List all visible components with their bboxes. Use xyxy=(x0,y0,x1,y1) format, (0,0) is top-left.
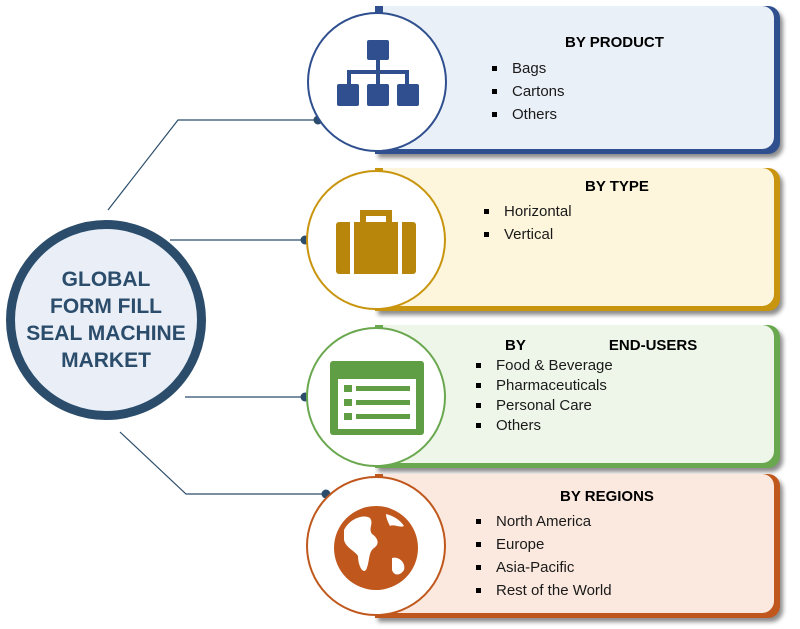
segment-heading: BY PRODUCT xyxy=(565,34,664,51)
icon-circle-product xyxy=(307,12,447,152)
list-item: Vertical xyxy=(482,225,572,248)
icon-circle-regions xyxy=(306,476,446,616)
list-icon xyxy=(330,361,424,435)
segment-panel-regions: BY REGIONS North America Europe Asia-Pac… xyxy=(375,474,780,618)
segment-item-list: Bags Cartons Others xyxy=(490,59,565,128)
icon-circle-end-users xyxy=(306,327,446,467)
segment-panel-end-users: BY END-USERS Food & Beverage Pharmaceuti… xyxy=(375,325,780,468)
icon-circle-type xyxy=(306,170,446,310)
globe-icon xyxy=(334,506,418,590)
list-item: Cartons xyxy=(490,82,565,105)
list-item: Pharmaceuticals xyxy=(474,376,613,396)
segment-heading: BY TYPE xyxy=(585,178,649,195)
segment-heading: BY END-USERS xyxy=(505,337,698,354)
center-circle: GLOBAL FORM FILL SEAL MACHINE MARKET xyxy=(6,220,206,420)
segment-item-list: Horizontal Vertical xyxy=(482,202,572,248)
briefcase-icon xyxy=(336,210,416,274)
segment-item-list: Food & Beverage Pharmaceuticals Personal… xyxy=(474,356,613,436)
list-item: Asia-Pacific xyxy=(474,558,612,581)
center-title: GLOBAL FORM FILL SEAL MACHINE MARKET xyxy=(26,268,186,372)
list-item: Others xyxy=(474,416,613,436)
segment-heading: BY REGIONS xyxy=(560,488,654,505)
list-item: Personal Care xyxy=(474,396,613,416)
list-item: Rest of the World xyxy=(474,581,612,604)
list-item: Food & Beverage xyxy=(474,356,613,376)
hierarchy-icon xyxy=(337,40,419,106)
list-item: Others xyxy=(490,105,565,128)
list-item: North America xyxy=(474,512,612,535)
list-item: Horizontal xyxy=(482,202,572,225)
list-item: Bags xyxy=(490,59,565,82)
segment-item-list: North America Europe Asia-Pacific Rest o… xyxy=(474,512,612,604)
list-item: Europe xyxy=(474,535,612,558)
